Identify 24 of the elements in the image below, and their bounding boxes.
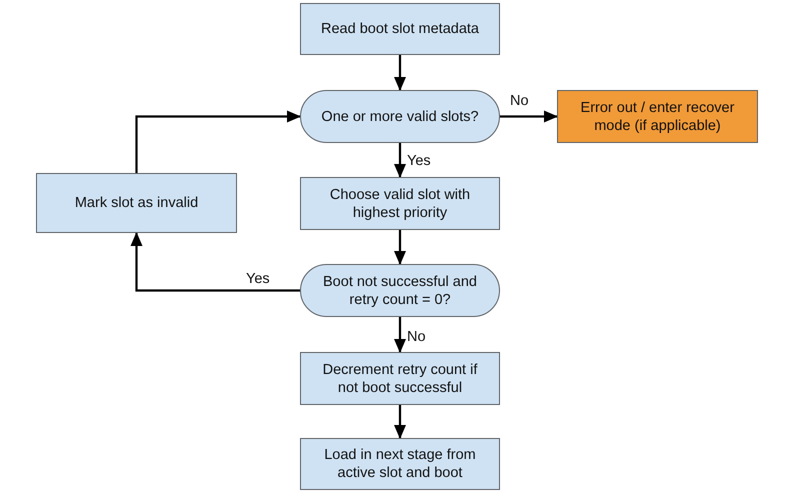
arrow [500,110,558,122]
arrow [394,405,406,439]
arrow [394,230,406,265]
arrow [394,55,406,91]
node-text: Error out / enter recover mode (if applicable) [580,98,736,134]
process-box [300,177,500,230]
decision-pill [300,264,500,317]
node-text: One or more valid slots? [321,108,479,126]
node-text: Load in next stage from active slot and boot [323,446,477,482]
arrow [394,317,406,353]
arrow [394,143,406,178]
node-text: Boot not successful and retry count = 0? [322,272,478,308]
process-box [300,352,500,405]
process-box [300,438,500,490]
arrow [135,110,301,173]
node-text: Mark slot as invalid [74,194,198,212]
process-box [36,173,237,233]
decision-pill [300,90,500,143]
error-box [557,90,758,143]
arrow [130,232,300,292]
node-text: Read boot slot metadata [321,20,479,38]
node-text: Choose valid slot with highest priority [328,186,472,222]
node-text: Decrement retry count if not boot successful [322,360,478,396]
process-box [300,3,500,55]
